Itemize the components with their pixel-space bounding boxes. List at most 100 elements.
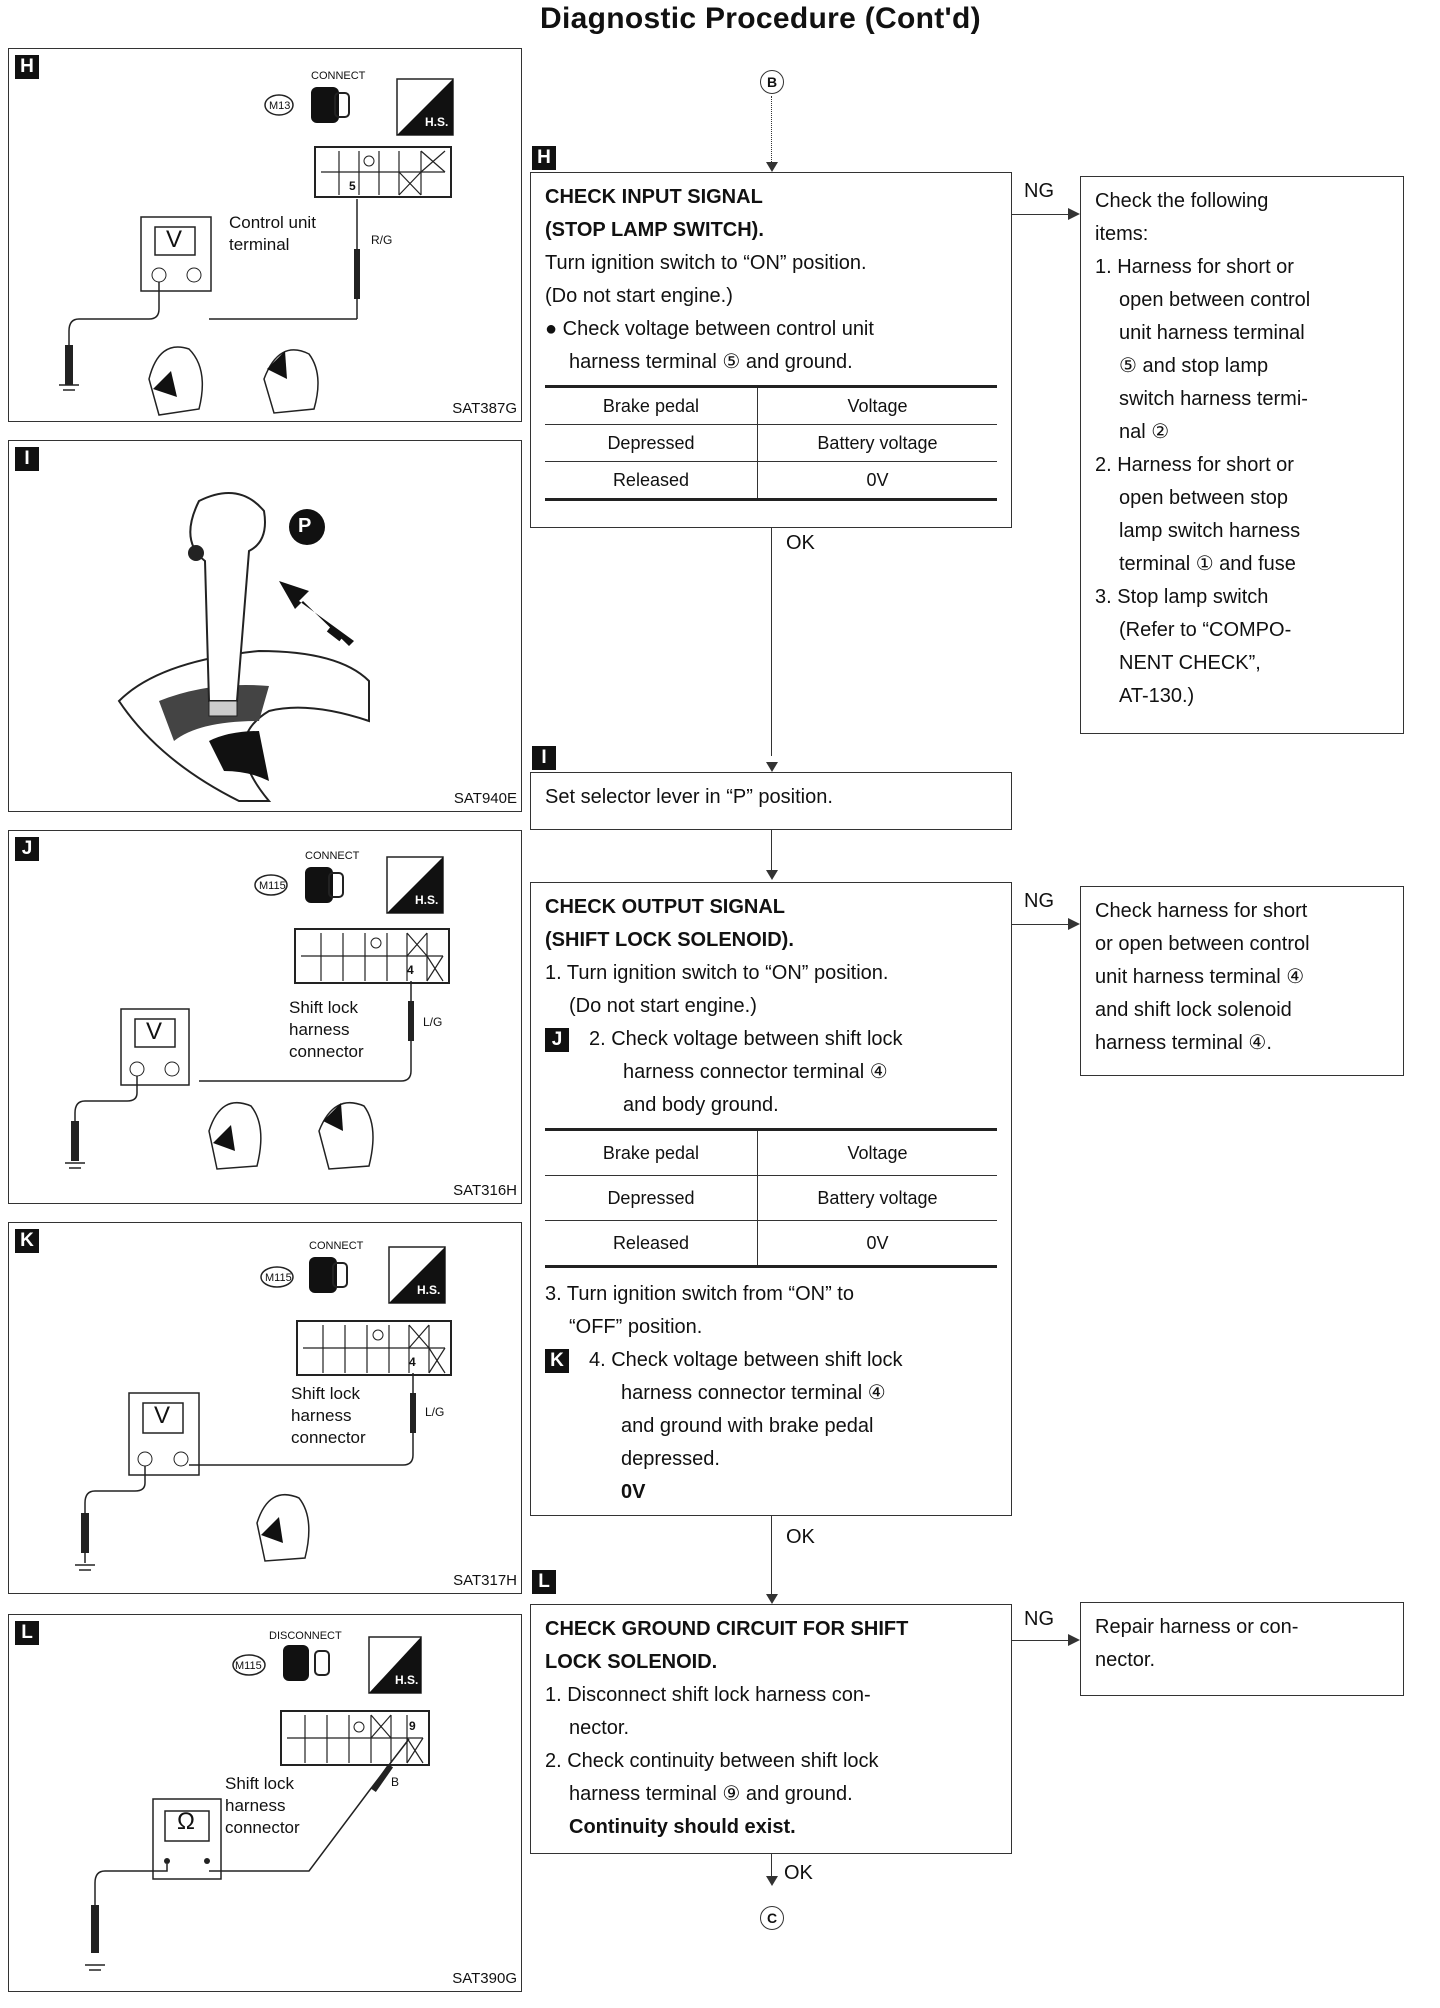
- ng-text: Check the following: [1095, 190, 1269, 212]
- instruction-text: harness terminal ⑨ and ground.: [569, 1783, 853, 1805]
- harness-sensor-label: H.S.: [417, 1283, 441, 1297]
- pin-number: 5: [349, 179, 356, 193]
- instruction-text: harness connector terminal ④: [621, 1382, 886, 1404]
- ng-text: 3. Stop lamp switch: [1095, 586, 1269, 608]
- harness-sensor-label: H.S.: [395, 1673, 419, 1687]
- ng-text: 1. Harness for short or: [1095, 256, 1294, 278]
- flow-line: [771, 1516, 772, 1598]
- illustration-panel-i: I P SAT940E: [8, 440, 522, 812]
- probe-label: Control unit terminal: [229, 213, 316, 254]
- panel-tag: I: [15, 447, 39, 471]
- connector-id: M13: [269, 100, 291, 112]
- shift-lock-depressed-diagram: [75, 1246, 452, 1571]
- ng-text: terminal ① and fuse: [1119, 553, 1296, 575]
- figure-code: SAT390G: [452, 1970, 517, 1987]
- step-check-ground-circuit: CHECK GROUND CIRCUIT FOR SHIFT LOCK SOLE…: [530, 1604, 1012, 1854]
- meter-symbol: Ω: [177, 1808, 195, 1835]
- flow-line: [771, 96, 772, 166]
- illustration-panel-j: J CONNECT M115 H.S. 4 L/G Shif: [8, 830, 522, 1204]
- ng-text: NENT CHECK”,: [1119, 652, 1261, 674]
- panel-tag: L: [15, 1621, 39, 1645]
- flow-line: [771, 528, 772, 756]
- table-cell: Battery voltage: [757, 1175, 997, 1221]
- table-cell: Battery voltage: [757, 424, 997, 462]
- ok-label: OK: [784, 1862, 813, 1884]
- connector-id: M115: [265, 1272, 292, 1284]
- pin-number: 4: [407, 963, 414, 977]
- ng-text: harness terminal ④.: [1095, 1032, 1272, 1054]
- figure-code: SAT387G: [452, 400, 517, 417]
- step-title: LOCK SOLENOID.: [545, 1651, 718, 1673]
- ng-text: Repair harness or con-: [1095, 1616, 1299, 1638]
- ng-text: 2. Harness for short or: [1095, 454, 1294, 476]
- step-title: (STOP LAMP SWITCH).: [545, 219, 764, 241]
- step-tag-k: K: [545, 1349, 569, 1373]
- panel-tag: J: [15, 837, 39, 861]
- ng-text: unit harness terminal ④: [1095, 966, 1305, 988]
- ng-text: unit harness terminal: [1119, 322, 1305, 344]
- instruction-text: and body ground.: [623, 1094, 779, 1116]
- table-cell: Released: [545, 461, 758, 500]
- panel-tag: H: [15, 55, 39, 79]
- pin-number: 4: [409, 1355, 416, 1369]
- ok-label: OK: [786, 1526, 815, 1548]
- step-check-output-signal: CHECK OUTPUT SIGNAL (SHIFT LOCK SOLENOID…: [530, 882, 1012, 1516]
- flow-arrow: [766, 1876, 778, 1886]
- instruction-text: 3. Turn ignition switch from “ON” to: [545, 1283, 854, 1305]
- stop-lamp-voltage-diagram: [59, 78, 454, 416]
- step-tag-i: I: [532, 746, 556, 770]
- wire-color: L/G: [423, 1015, 443, 1029]
- instruction-text: 1. Turn ignition switch to “ON” position…: [545, 962, 889, 984]
- instruction-text: Set selector lever in “P” position.: [545, 786, 833, 808]
- ng-label: NG: [1024, 180, 1054, 202]
- step-title: (SHIFT LOCK SOLENOID).: [545, 929, 794, 951]
- connector-id: M115: [259, 880, 286, 892]
- ng-line: [1012, 924, 1076, 925]
- wire-color: B: [391, 1775, 400, 1789]
- flow-arrow: [766, 162, 778, 172]
- ng-text: AT-130.): [1119, 685, 1195, 707]
- instruction-text: harness connector terminal ④: [623, 1061, 888, 1083]
- ng-arrow: [1068, 1634, 1080, 1646]
- step-tag-h: H: [532, 146, 556, 170]
- wire-color: L/G: [425, 1405, 445, 1419]
- panel-tag: K: [15, 1229, 39, 1253]
- ok-label: OK: [786, 532, 815, 554]
- probe-label: Shift lock harness connector: [225, 1774, 300, 1837]
- ng-text: nector.: [1095, 1649, 1156, 1671]
- ng-text: and shift lock solenoid: [1095, 999, 1292, 1021]
- ng-label: NG: [1024, 1608, 1054, 1630]
- ng-text: (Refer to “COMPO-: [1119, 619, 1292, 641]
- ng-line: [1012, 214, 1076, 215]
- table-header: Brake pedal: [545, 1129, 758, 1176]
- illustration-panel-k: K CONNECT M115 H.S. 4 L/G Shift lock har: [8, 1222, 522, 1594]
- illustration-panel-h: H CONNECT M13: [8, 48, 522, 422]
- meter-symbol: V: [146, 1018, 163, 1045]
- figure-code: SAT317H: [453, 1572, 517, 1589]
- flow-arrow: [766, 1594, 778, 1604]
- ng-text: lamp switch harness: [1119, 520, 1301, 542]
- instruction-text: depressed.: [621, 1448, 720, 1470]
- step-check-input-signal: CHECK INPUT SIGNAL (STOP LAMP SWITCH). T…: [530, 172, 1012, 528]
- step-title: CHECK OUTPUT SIGNAL: [545, 896, 785, 918]
- connect-label: CONNECT: [305, 850, 360, 862]
- ng-repair-harness: Repair harness or con- nector.: [1080, 1602, 1404, 1696]
- ng-line: [1012, 1640, 1076, 1641]
- instruction-text: (Do not start engine.): [545, 285, 733, 307]
- ng-text: switch harness termi-: [1119, 388, 1308, 410]
- ng-text: nal ②: [1119, 421, 1170, 443]
- harness-sensor-label: H.S.: [415, 893, 439, 907]
- table-cell: 0V: [757, 1220, 997, 1267]
- pin-number: 9: [409, 1719, 416, 1733]
- shift-lock-voltage-diagram: [65, 856, 450, 1170]
- figure-code: SAT316H: [453, 1182, 517, 1199]
- selector-lever-illustration: [117, 492, 370, 802]
